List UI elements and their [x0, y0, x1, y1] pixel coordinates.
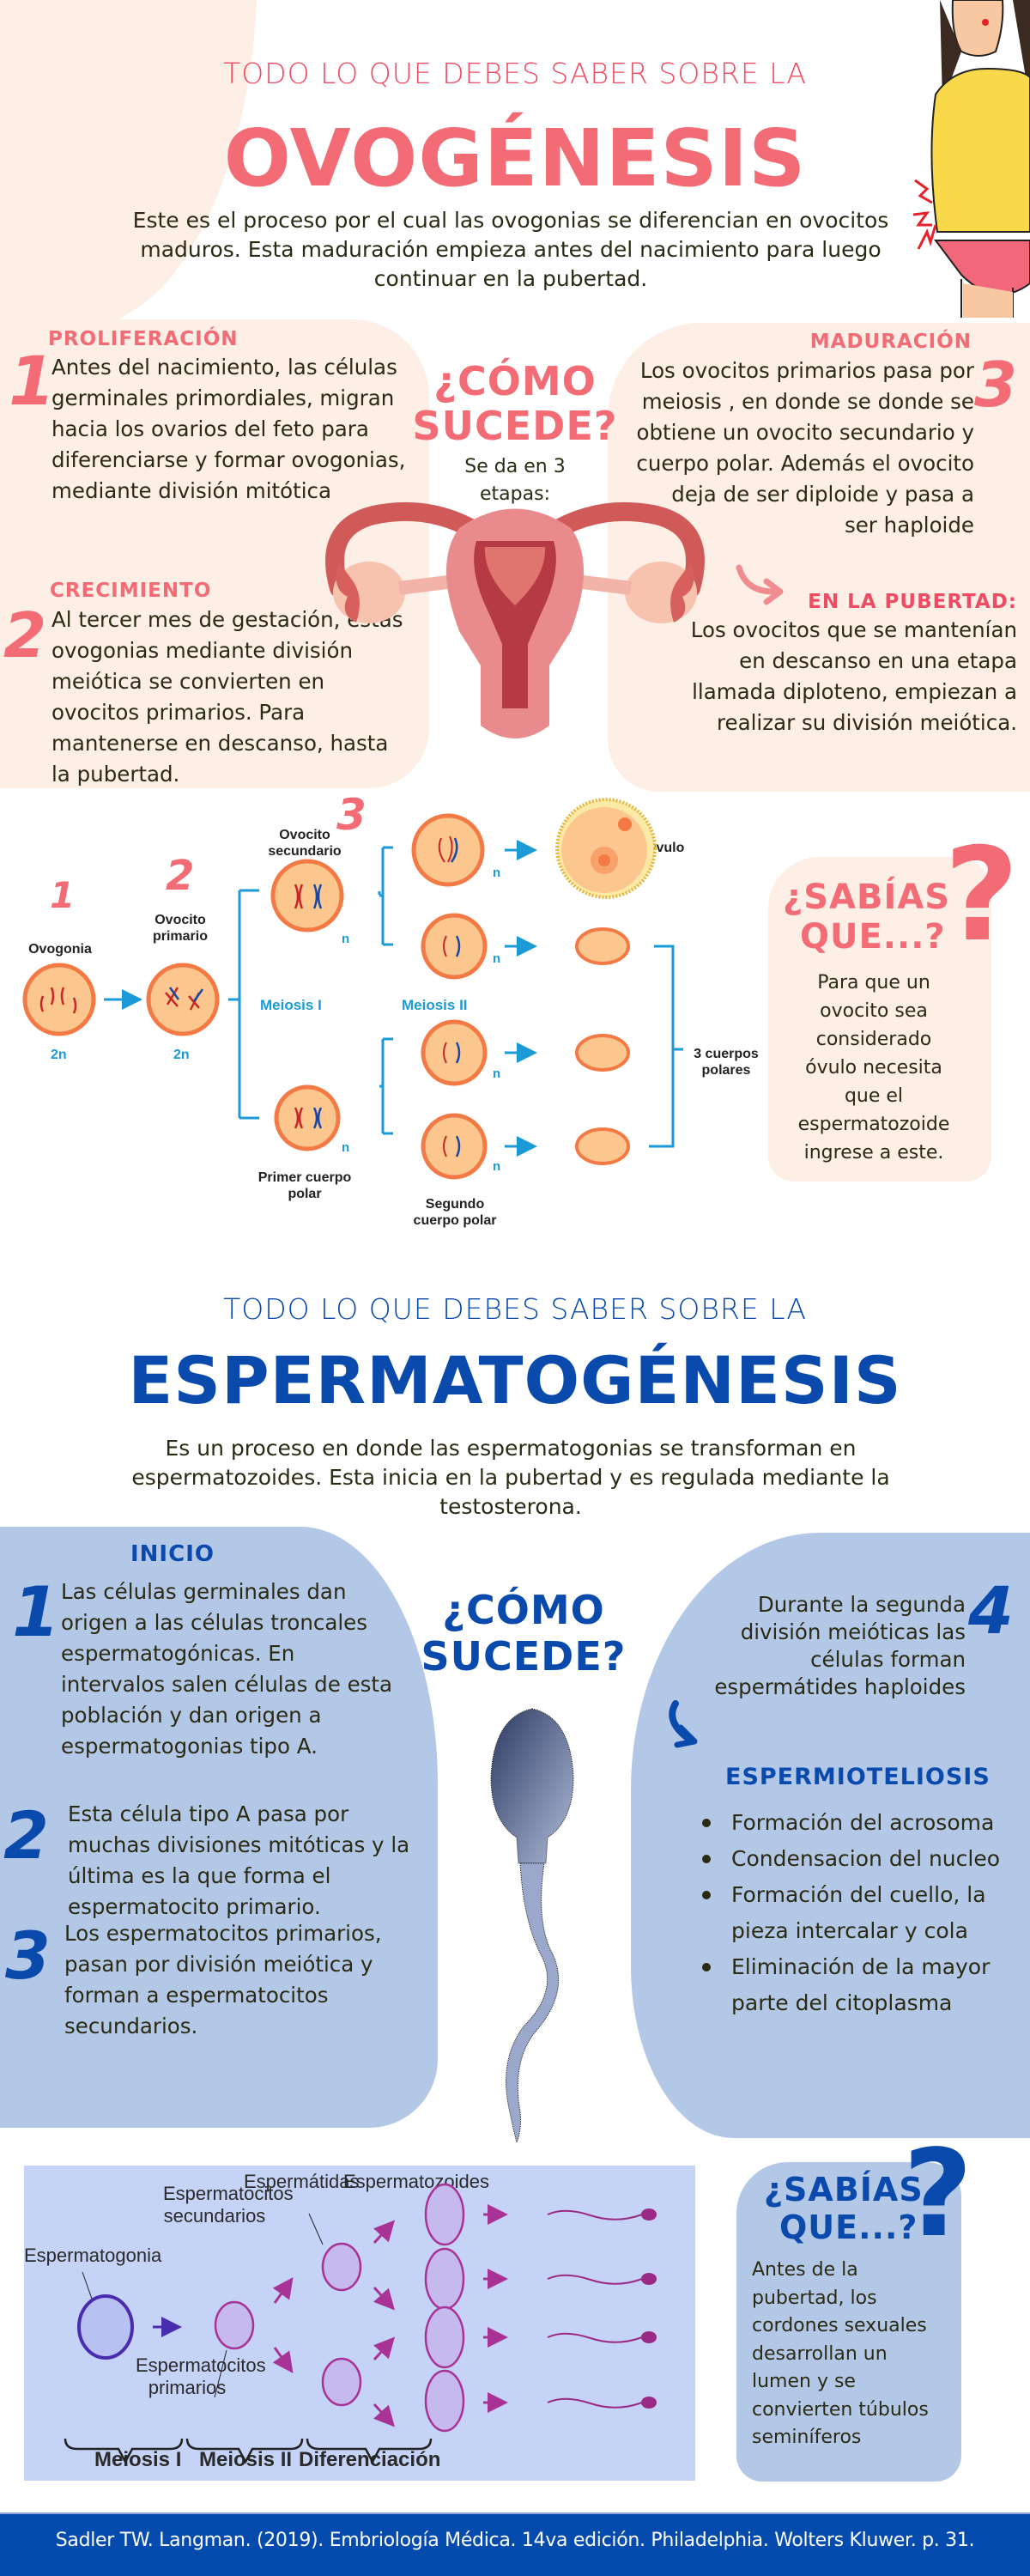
stage-1-heading: PROLIFERACIÓN — [48, 328, 239, 350]
stage-2-number: 2 — [3, 599, 47, 671]
ovo-did-you-know-card — [768, 857, 991, 1182]
ploidy-primer-polar: n — [342, 1140, 350, 1155]
ploidy-primario: 2n — [173, 1048, 190, 1062]
ploidy-m2-b: n — [493, 951, 501, 966]
sperm-stage-2-text: Esta célula tipo A pasa por muchas divis… — [68, 1801, 410, 1919]
sperm-stages-left-panel — [0, 1527, 438, 2128]
sperm-stage-4-number: 4 — [968, 1572, 1014, 1649]
stage-3-number: 3 — [974, 349, 1018, 421]
stage-1-2-panel — [0, 319, 429, 788]
did-you-know-line-1: ¿SABÍAS — [783, 878, 951, 917]
ovogenesis-kicker: TODO LO QUE DEBES SABER SOBRE LA — [223, 57, 807, 90]
sperm-cells-and-arrows — [64, 2183, 657, 2464]
ovo-did-you-know-text: Para que un ovocito sea considerado óvul… — [797, 972, 950, 1163]
sperm-start-heading: INICIO — [130, 1541, 215, 1567]
ploidy-m2-c: n — [493, 1066, 501, 1081]
label-espermatogonia: Espermatogonia — [24, 2245, 162, 2266]
woman-cramps-illustration — [901, 0, 1030, 318]
decorative-blob-top-left-fill — [0, 0, 120, 326]
sperm-did-you-know-title: ¿SABÍAS QUE...? — [764, 2171, 924, 2246]
sperm-stage-3-text: Los espermatocitos primarios, pasan por … — [64, 1921, 382, 2038]
ovogenesis-how-title: ¿CÓMO SUCEDE? — [403, 359, 627, 448]
stage-3-heading: MADURACIÓN — [809, 331, 972, 353]
puberty-text: Los ovocitos que se mantenían en descans… — [690, 617, 1017, 735]
sperm-stage-3-number: 3 — [5, 1917, 51, 1994]
puberty-heading: EN LA PUBERTAD: — [808, 591, 1017, 613]
stage-3-panel — [608, 323, 1030, 792]
label-tres-cuerpos-polares: 3 cuerpos polares — [694, 1047, 759, 1078]
how-title-line-1: ¿CÓMO — [433, 358, 597, 404]
ovogenesis-intro: Este es el proceso por el cual las ovogo… — [132, 208, 889, 291]
diagram-step-2: 2 — [166, 852, 195, 900]
sperm-stage-4-text: Durante la segunda división meióticas la… — [714, 1592, 966, 1699]
ploidy-secundario: n — [342, 932, 350, 946]
espermatogenesis-intro: Es un proceso en donde las espermatogoni… — [131, 1436, 890, 1519]
ploidy-ovogonia: 2n — [51, 1048, 67, 1062]
oogenesis-diagram: 1 2 3 Ovogonia Ovocito primario Ovocito … — [0, 790, 759, 1236]
sperm-stage-2-number: 2 — [3, 1797, 49, 1874]
label-primer-cuerpo-polar: Primer cuerpo polar — [258, 1170, 352, 1201]
stage-3-text: Los ovocitos primarios pasa por meiosis … — [636, 358, 974, 538]
sperm-how-line-2: SUCEDE? — [421, 1633, 627, 1680]
did-you-know-line-2: QUE...? — [800, 917, 946, 957]
label-segundo-cuerpo-polar: Segundo cuerpo polar — [413, 1197, 497, 1228]
ovogenesis-title: OVOGÉNESIS — [223, 112, 807, 204]
sperm-stages-right-panel — [631, 1533, 1030, 2138]
sperm-cell-illustration — [464, 1700, 601, 2155]
stage-1-number: 1 — [9, 343, 56, 421]
sperm-did-you-know-line-2: QUE...? — [779, 2208, 918, 2246]
footer: Sadler TW. Langman. (2019). Embriología … — [0, 2512, 1030, 2576]
diagram-step-1: 1 — [50, 874, 76, 916]
label-meiosis-1: Meiosis I — [260, 997, 322, 1013]
label-espermatozoides: Espermatozoides — [343, 2171, 489, 2192]
ploidy-m2-a: n — [493, 866, 501, 880]
label-diferenciacion-phase: Diferenciación — [299, 2448, 441, 2471]
spermatogenesis-diagram: Espermatogonia Espermatocitos secundario… — [24, 2166, 695, 2481]
spermiogenesis-item: Formación del acrosoma — [694, 1805, 1028, 1841]
ovogenesis-how-subtitle: Se da en 3 etapas: — [464, 456, 566, 505]
spermiogenesis-heading: ESPERMIOTELIOSIS — [725, 1764, 991, 1790]
question-mark-blue-icon: ? — [903, 2124, 973, 2264]
espermatogenesis-title: ESPERMATOGÉNESIS — [128, 1342, 902, 1419]
ploidy-m2-d: n — [493, 1159, 501, 1174]
stage-1-text: Antes del nacimiento, las células germin… — [52, 355, 406, 503]
label-meiosis-1-phase: Meiosis I — [94, 2448, 182, 2471]
uterus-illustration — [305, 494, 725, 747]
diagram-step-3: 3 — [336, 790, 367, 840]
sperm-did-you-know-text: Antes de la pubertad, los cordones sexua… — [752, 2259, 929, 2448]
label-meiosis-2: Meiosis II — [402, 997, 468, 1013]
question-mark-icon: ? — [944, 821, 1020, 970]
sperm-stage-1-text: Las células germinales dan origen a las … — [61, 1579, 393, 1759]
stage-2-heading: CRECIMIENTO — [50, 580, 212, 602]
sperm-how-line-1: ¿CÓMO — [442, 1587, 605, 1633]
espermatogenesis-kicker: TODO LO QUE DEBES SABER SOBRE LA — [223, 1292, 807, 1326]
sperm-stage-1-number: 1 — [12, 1572, 60, 1652]
oogenesis-cells-and-arrows — [22, 798, 683, 1180]
spermiogenesis-item: Eliminación de la mayor parte del citopl… — [694, 1949, 1028, 2021]
label-ovocito-secundario: Ovocito secundario — [268, 828, 342, 859]
spermiogenesis-list: Formación del acrosoma Condensacion del … — [694, 1805, 1028, 2021]
sperm-how-title: ¿CÓMO SUCEDE? — [412, 1587, 635, 1680]
label-espermatidas: Espermátidas — [244, 2171, 360, 2192]
how-title-line-2: SUCEDE? — [412, 403, 618, 449]
ovo-did-you-know-title: ¿SABÍAS QUE...? — [783, 878, 950, 957]
curved-arrow-blue-icon — [665, 1700, 708, 1752]
sperm-did-you-know-card — [736, 2162, 961, 2482]
label-ovogonia: Ovogonia — [28, 942, 92, 957]
spermiogenesis-item: Formación del cuello, la pieza intercala… — [694, 1877, 1028, 1949]
spermiogenesis-item: Condensacion del nucleo — [694, 1841, 1028, 1877]
sperm-did-you-know-line-1: ¿SABÍAS — [764, 2171, 924, 2208]
label-ovocito-primario: Ovocito primario — [152, 913, 208, 944]
footer-citation: Sadler TW. Langman. (2019). Embriología … — [55, 2530, 975, 2551]
curved-arrow-icon — [734, 562, 785, 605]
